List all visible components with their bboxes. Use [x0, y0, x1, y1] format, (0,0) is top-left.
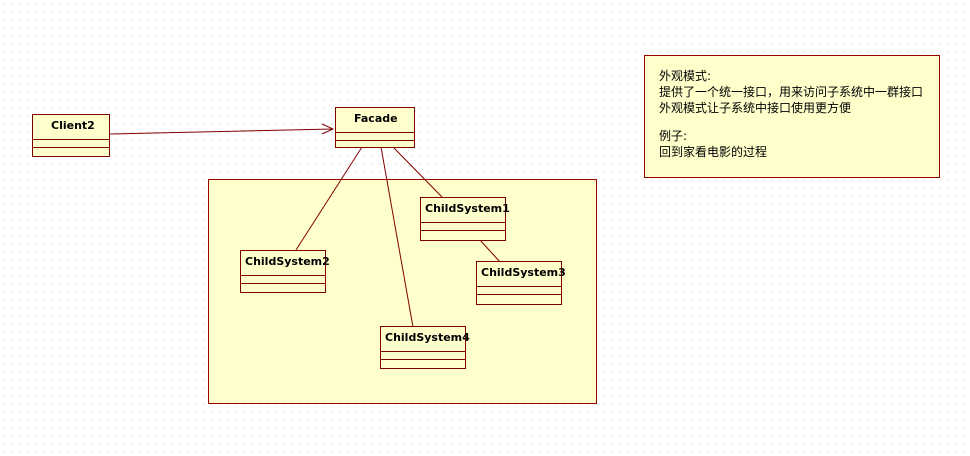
childsystem3-attributes	[477, 287, 561, 295]
childsystem1-operations	[421, 231, 505, 238]
childsystem4-attributes	[381, 352, 465, 360]
childsystem2-class-name: ChildSystem2	[241, 251, 330, 276]
note-example-title: 例子:	[659, 129, 688, 143]
facade-class[interactable]: Facade	[335, 107, 415, 148]
childsystem1-childsystem3-link[interactable]	[479, 239, 501, 263]
facade-childsystem4-link[interactable]	[380, 146, 414, 328]
childsystem2-attributes	[241, 276, 325, 284]
childsystem4-class-name: ChildSystem4	[381, 327, 470, 352]
client-facade-association[interactable]	[109, 128, 334, 135]
note-title: 外观模式:	[659, 69, 712, 83]
childsystem2-operations	[241, 284, 325, 291]
childsystem1-class[interactable]: ChildSystem1	[420, 197, 510, 241]
childsystem2-class[interactable]: ChildSystem2	[240, 250, 330, 293]
childsystem4-class[interactable]: ChildSystem4	[380, 326, 470, 369]
childsystem3-class[interactable]: ChildSystem3	[476, 261, 566, 305]
facade-operations	[336, 141, 414, 148]
facade-class-name: Facade	[336, 108, 414, 133]
note-example: 回到家看电影的过程	[659, 145, 768, 159]
facade-childsystem1-link[interactable]	[392, 146, 443, 198]
client2-class-name: Client2	[33, 115, 109, 140]
note-spacer	[659, 116, 939, 128]
note[interactable]: 外观模式: 提供了一个统一接口，用来访问子系统中一群接口 外观模式让子系统中接口…	[644, 55, 940, 178]
childsystem1-class-name: ChildSystem1	[421, 198, 510, 223]
association-arrowhead	[321, 123, 335, 135]
facade-childsystem2-link[interactable]	[295, 146, 363, 251]
childsystem1-attributes	[421, 223, 505, 231]
note-description-1: 提供了一个统一接口，用来访问子系统中一群接口	[659, 85, 924, 99]
client2-class[interactable]: Client2	[32, 114, 110, 157]
client2-operations	[33, 148, 109, 155]
note-description-2: 外观模式让子系统中接口使用更方便	[659, 101, 852, 115]
facade-attributes	[336, 133, 414, 141]
childsystem4-operations	[381, 360, 465, 367]
client2-attributes	[33, 140, 109, 148]
childsystem3-operations	[477, 295, 561, 302]
childsystem3-class-name: ChildSystem3	[477, 262, 566, 287]
